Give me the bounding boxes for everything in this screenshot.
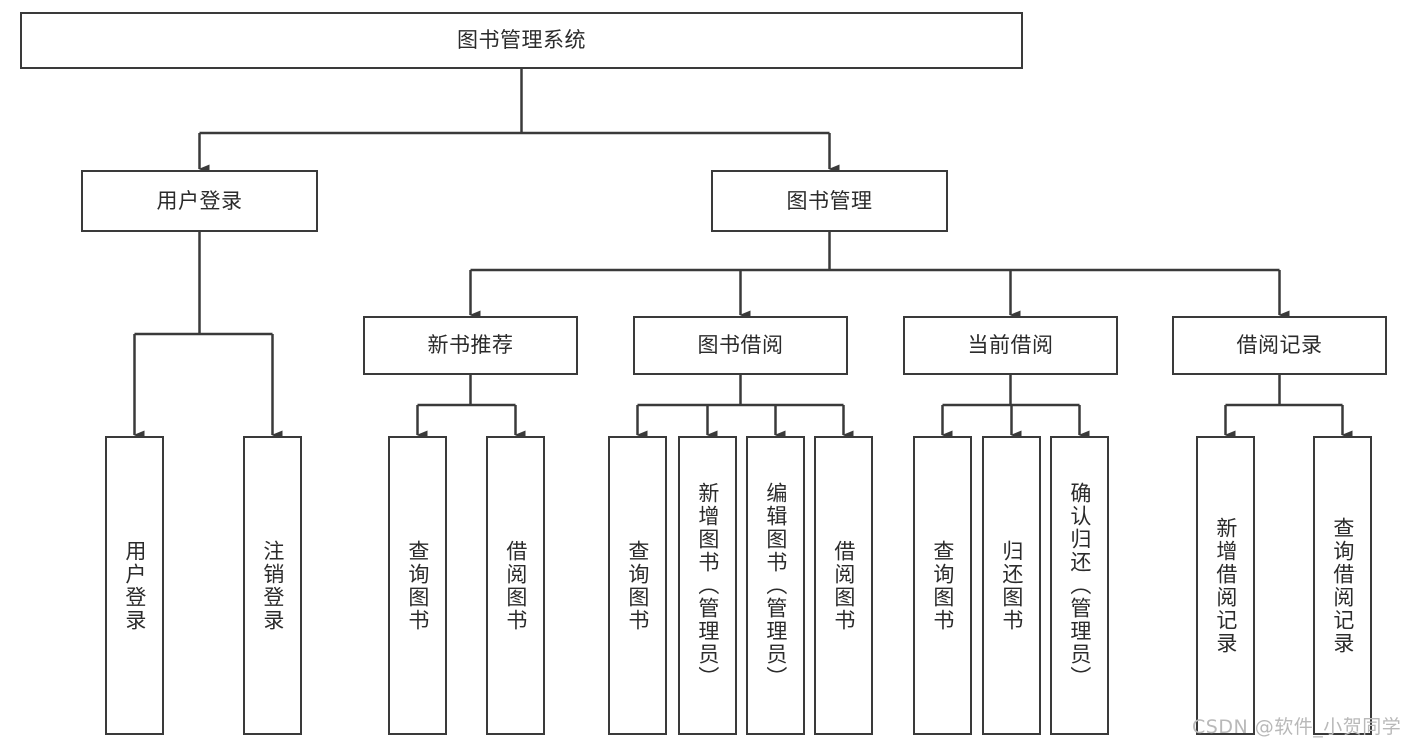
node-b_add[interactable]: 新增图书（管理员） xyxy=(678,436,737,735)
node-n_borrow[interactable]: 借阅图书 xyxy=(486,436,545,735)
node-n_query[interactable]: 查询图书 xyxy=(388,436,447,735)
node-label: 新增图书（管理员） xyxy=(695,482,720,689)
node-root[interactable]: 图书管理系统 xyxy=(20,12,1023,69)
node-label: 查询图书 xyxy=(930,539,955,632)
node-label: 确认归还（管理员） xyxy=(1067,482,1092,689)
node-label: 新增借阅记录 xyxy=(1213,516,1238,655)
node-b_edit[interactable]: 编辑图书（管理员） xyxy=(746,436,805,735)
node-label: 用户登录 xyxy=(122,539,147,632)
node-label: 查询借阅记录 xyxy=(1330,516,1355,655)
node-c_return[interactable]: 归还图书 xyxy=(982,436,1041,735)
edge-group xyxy=(133,69,1353,440)
node-c_query[interactable]: 查询图书 xyxy=(913,436,972,735)
node-label: 图书管理 xyxy=(786,188,873,213)
node-l_logout[interactable]: 注销登录 xyxy=(243,436,302,735)
node-label: 查询图书 xyxy=(405,539,430,632)
node-current[interactable]: 当前借阅 xyxy=(903,316,1118,375)
node-label: 当前借阅 xyxy=(967,333,1054,358)
node-label: 借阅图书 xyxy=(503,539,528,632)
watermark: CSDN @软件_小贺同学 xyxy=(1192,716,1402,738)
node-b_query[interactable]: 查询图书 xyxy=(608,436,667,735)
node-label: 注销登录 xyxy=(260,539,285,632)
node-newbook[interactable]: 新书推荐 xyxy=(363,316,578,375)
node-b_lend[interactable]: 借阅图书 xyxy=(814,436,873,735)
node-r_add[interactable]: 新增借阅记录 xyxy=(1196,436,1255,735)
node-label: 编辑图书（管理员） xyxy=(763,482,788,689)
node-bookmgmt[interactable]: 图书管理 xyxy=(711,170,948,232)
node-label: 图书借阅 xyxy=(697,333,784,358)
node-c_confirm[interactable]: 确认归还（管理员） xyxy=(1050,436,1109,735)
node-login[interactable]: 用户登录 xyxy=(81,170,318,232)
node-label: 归还图书 xyxy=(999,539,1024,632)
node-label: 借阅记录 xyxy=(1236,333,1323,358)
node-label: 查询图书 xyxy=(625,539,650,632)
node-label: 用户登录 xyxy=(156,188,243,213)
node-l_login[interactable]: 用户登录 xyxy=(105,436,164,735)
node-borrow[interactable]: 图书借阅 xyxy=(633,316,848,375)
node-label: 借阅图书 xyxy=(831,539,856,632)
node-label: 新书推荐 xyxy=(427,333,514,358)
node-records[interactable]: 借阅记录 xyxy=(1172,316,1387,375)
node-r_query[interactable]: 查询借阅记录 xyxy=(1313,436,1372,735)
node-label: 图书管理系统 xyxy=(457,28,586,53)
